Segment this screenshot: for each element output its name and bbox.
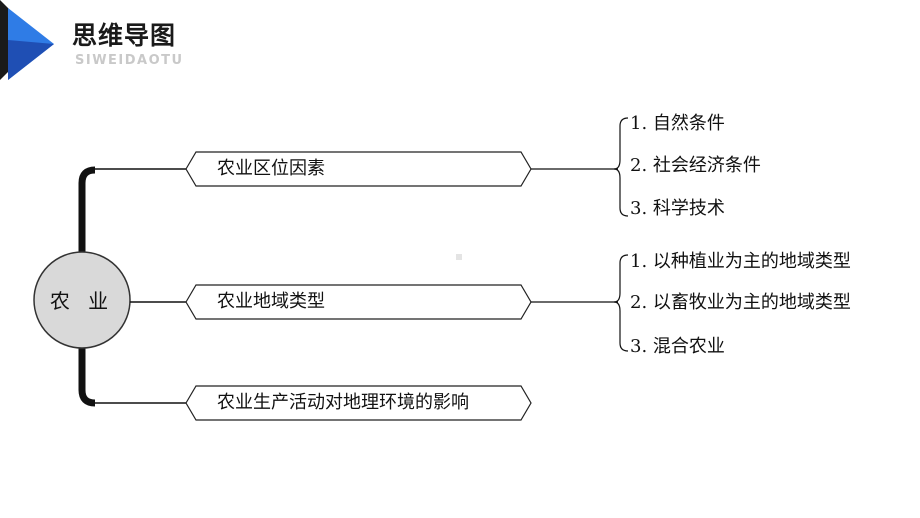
sub-item-1-1: 1. 自然条件 [630,113,725,134]
sub-item-1-2: 2. 社会经济条件 [630,155,761,176]
decorative-dot [456,254,462,260]
logo-navy-triangle [8,40,54,80]
branch-box-3 [185,385,532,421]
sub-item-2-1: 1. 以种植业为主的地域类型 [630,251,851,272]
branch-label-3: 农业生产活动对地理环境的影响 [217,392,469,413]
bracket-2 [613,254,629,352]
branch-label-2: 农业地域类型 [217,291,325,312]
sub-item-1-3: 3. 科学技术 [630,198,725,219]
page-subtitle: SIWEIDAOTU [75,53,184,68]
root-node-circle [33,251,131,349]
bracket-1 [613,117,629,217]
sub-item-2-3: 3. 混合农业 [630,336,725,357]
root-node-label: 农 业 [49,289,115,313]
page-title: 思维导图 [72,21,177,50]
sub-item-2-2: 2. 以畜牧业为主的地域类型 [630,292,851,313]
branch-label-1: 农业区位因素 [217,158,325,179]
logo-icon [0,0,54,80]
